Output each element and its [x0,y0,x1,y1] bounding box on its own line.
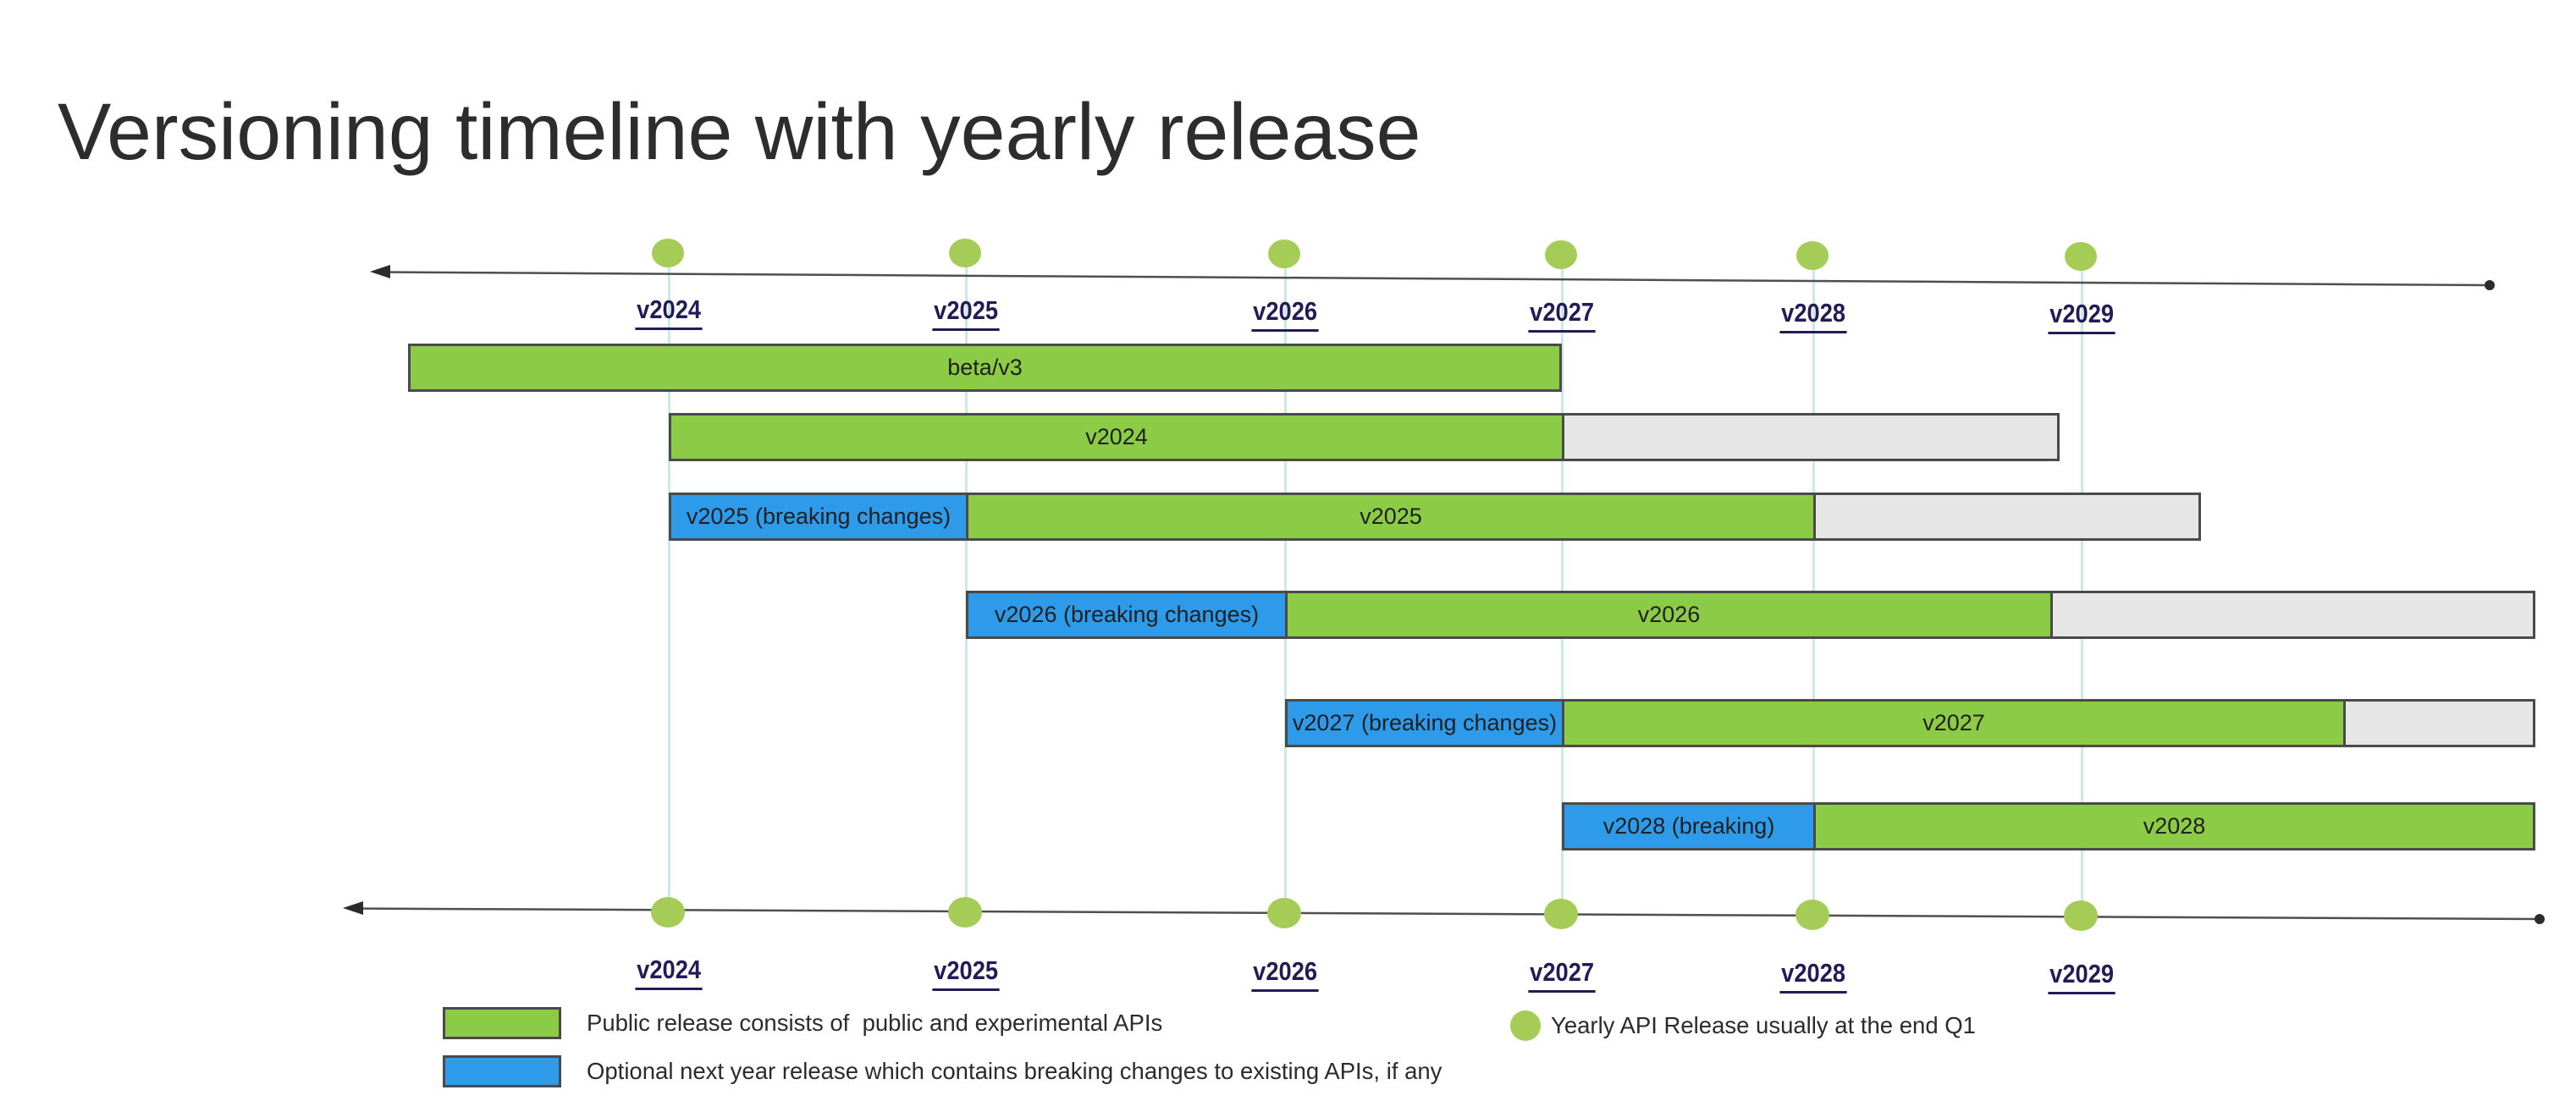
bar-beta-v3-public: beta/v3 [408,344,1562,392]
release-dot-top-v2026 [1268,239,1300,268]
legend-public-release-swatch [443,1007,561,1039]
top-axis-left-arrow-icon [370,265,390,278]
top-axis-right-dot-icon [2485,280,2495,290]
year-link-bottom-v2028[interactable]: v2028 [1746,958,1881,994]
year-link-top-v2027[interactable]: v2027 [1494,297,1630,333]
bar-v2025-public: v2025 [966,493,1816,541]
bar-v2024-public: v2024 [669,413,1564,461]
year-link-bottom-v2025[interactable]: v2025 [898,955,1034,991]
year-link-top-v2024[interactable]: v2024 [601,295,736,330]
year-link-top-v2029[interactable]: v2029 [2014,299,2149,334]
bar-v2025-support [1813,493,2201,541]
page-title: Versioning timeline with yearly release [58,87,1421,177]
release-dot-bottom-v2027 [1544,899,1578,929]
release-dot-top-v2027 [1545,240,1577,269]
year-link-bottom-v2024[interactable]: v2024 [601,955,736,990]
release-dot-bottom-v2024 [651,897,685,928]
release-dot-bottom-v2029 [2064,900,2098,931]
release-dot-bottom-v2026 [1267,898,1301,928]
release-dot-top-v2028 [1796,241,1829,270]
release-dot-bottom-v2028 [1795,900,1829,930]
legend-yearly-release-dot [1510,1010,1541,1041]
top-axis-line [379,271,2491,287]
year-link-top-v2028[interactable]: v2028 [1746,298,1881,333]
bottom-axis-line [352,907,2540,921]
release-dot-bottom-v2025 [948,897,982,928]
year-guideline-v2025 [965,254,968,914]
bottom-axis-right-dot-icon [2535,914,2545,924]
bar-v2027-public: v2027 [1562,699,2346,747]
bar-v2024-support [1562,413,2060,461]
bar-v2028-breaking: v2028 (breaking) [1562,802,1816,851]
year-guideline-v2027 [1561,254,1564,914]
year-guideline-v2024 [668,254,670,914]
year-guideline-v2028 [1812,254,1815,914]
bar-v2025-breaking: v2025 (breaking changes) [669,493,968,541]
year-link-top-v2025[interactable]: v2025 [898,295,1034,331]
year-link-bottom-v2026[interactable]: v2026 [1217,956,1353,992]
bar-v2026-support [2050,591,2535,639]
release-dot-top-v2029 [2065,242,2097,271]
bottom-axis-left-arrow-icon [343,901,363,915]
legend-breaking-release-label: Optional next year release which contain… [587,1058,1442,1084]
bar-v2027-support [2343,699,2535,747]
bar-v2028-public: v2028 [1813,802,2535,851]
bar-v2026-breaking: v2026 (breaking changes) [966,591,1288,639]
bar-v2026-public: v2026 [1285,591,2053,639]
year-guideline-v2029 [2081,254,2083,914]
legend-public-release-label: Public release consists of public and ex… [587,1010,1163,1036]
legend-breaking-release-swatch [443,1055,561,1087]
legend-yearly-release-label: Yearly API Release usually at the end Q1 [1551,1012,1976,1038]
year-link-bottom-v2027[interactable]: v2027 [1494,957,1630,993]
release-dot-top-v2025 [949,239,981,267]
year-link-top-v2026[interactable]: v2026 [1217,296,1353,332]
release-dot-top-v2024 [652,239,684,267]
year-link-bottom-v2029[interactable]: v2029 [2014,959,2149,994]
year-guideline-v2026 [1284,254,1287,914]
bar-v2027-breaking: v2027 (breaking changes) [1285,699,1564,747]
